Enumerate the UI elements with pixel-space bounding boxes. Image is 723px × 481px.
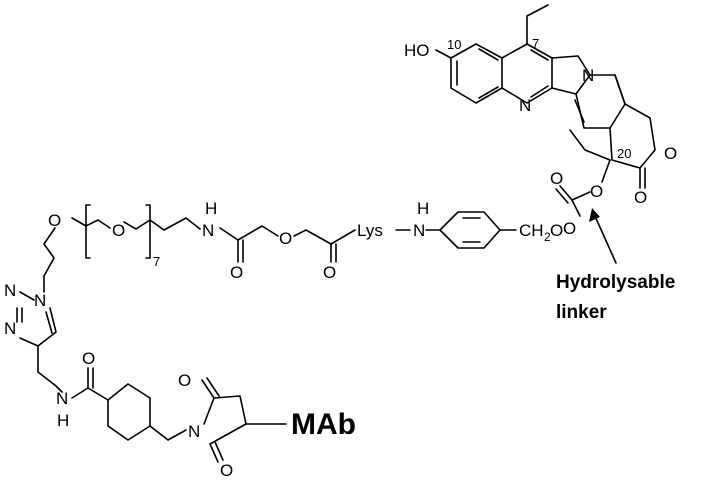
position-10-label: 10 bbox=[447, 37, 461, 52]
aniline-n-label: N bbox=[413, 221, 425, 240]
triazole-n2-label: N bbox=[4, 281, 16, 300]
linker-arrow bbox=[593, 213, 617, 264]
amide2-h-label: H bbox=[57, 411, 69, 430]
triazole-n3-label: N bbox=[4, 319, 16, 338]
succinimide-n-label: N bbox=[188, 422, 200, 441]
amide-n-label: N bbox=[202, 221, 214, 240]
lactone-carbonyl-oxygen-label: O bbox=[634, 188, 647, 207]
triazole-n1-label: N bbox=[34, 291, 46, 310]
carbonate-oxygen-label: O bbox=[550, 169, 563, 188]
carbonyl-oxygen-1-label: O bbox=[230, 263, 243, 282]
quinoline-nitrogen-label: N bbox=[519, 96, 531, 115]
amide2-oxygen-label: O bbox=[82, 349, 95, 368]
carbonate-link-oxygen-label: O bbox=[563, 219, 576, 238]
succinimide-bottom-oxygen-label: O bbox=[220, 461, 233, 480]
annotation-line-2: linker bbox=[556, 302, 607, 323]
linker-arrow-head bbox=[589, 208, 600, 222]
pyrrole-nitrogen-label: N bbox=[582, 66, 594, 85]
ether-oxygen-label: O bbox=[279, 229, 292, 248]
amide2-n-label: N bbox=[56, 389, 68, 408]
antibody-label: MAb bbox=[291, 408, 356, 441]
benzyl-subscript: 2 bbox=[544, 230, 551, 244]
peg-bracket-left bbox=[85, 204, 91, 259]
peg-repeat-oxygen-label: O bbox=[112, 221, 125, 240]
succinimide-top-oxygen-label: O bbox=[178, 371, 191, 390]
peg-start-oxygen-label: O bbox=[48, 211, 61, 230]
peg-repeat-count: 7 bbox=[153, 254, 160, 269]
benzyl-oxygen-label: O bbox=[550, 221, 563, 240]
aniline-h-label: H bbox=[417, 199, 429, 218]
amide-h-label: H bbox=[205, 199, 217, 218]
succinimide-ring bbox=[203, 395, 247, 445]
position-20-label: 20 bbox=[617, 146, 631, 161]
lactone-ring-oxygen-label: O bbox=[664, 144, 677, 163]
lysine-label: Lys bbox=[357, 221, 383, 240]
benzyl-ch-label: CH bbox=[519, 221, 544, 240]
hydroxyl-label: HO bbox=[404, 41, 430, 60]
position-7-label: 7 bbox=[532, 36, 539, 51]
ester-oxygen-label: O bbox=[590, 182, 603, 201]
cyclohexane-ring bbox=[107, 383, 151, 441]
triazole-ring bbox=[16, 291, 57, 347]
annotation-line-1: Hydrolysable bbox=[556, 272, 675, 293]
camptothecin-core bbox=[435, 4, 656, 189]
carbonyl-oxygen-2-label: O bbox=[323, 263, 336, 282]
